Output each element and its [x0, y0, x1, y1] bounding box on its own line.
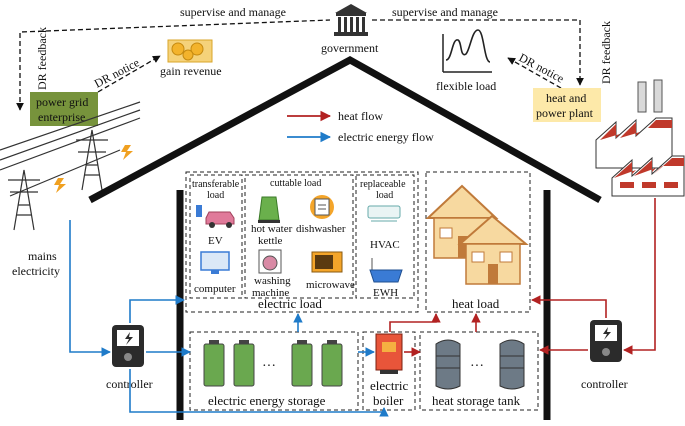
kettle-label-2: kettle: [258, 235, 283, 247]
washing-label-2: machine: [252, 287, 289, 299]
power-grid-label-1: power grid: [36, 95, 88, 109]
boiler-to-heatload-arrow: [389, 313, 441, 332]
heat-power-label-1: heat and: [546, 91, 586, 105]
transferable-box: [189, 174, 243, 299]
hvac-label: HVAC: [370, 239, 400, 251]
heat-power-plant-box: [533, 88, 601, 122]
ev-charger-icon: [196, 205, 235, 228]
power-grid-label-2: enterprise: [38, 110, 85, 124]
electric-storage-label: electric energy storage: [208, 393, 326, 408]
house-icon: [425, 184, 529, 285]
electric-load-box: [185, 171, 419, 313]
hvac-icon: [367, 205, 401, 222]
boiler-label-1: electric: [370, 378, 408, 393]
battery-icon: [203, 340, 343, 387]
ewh-label: EWH: [373, 287, 398, 299]
cuttable-box: [244, 174, 354, 299]
house-roof: [88, 56, 602, 204]
microwave-label: microwave: [306, 279, 355, 291]
dr-notice-arrow-right: [507, 57, 569, 93]
dr-notice-label-left: DR notice: [92, 55, 142, 90]
transferable-label-1: transferable: [192, 179, 240, 190]
load-curve-icon: [442, 29, 492, 73]
mains-flow-arrow: [69, 220, 111, 357]
tank-icon: [435, 339, 525, 390]
controller-to-load-arrow: [129, 295, 185, 323]
supervise-label-left: supervise and manage: [180, 5, 286, 19]
flexible-load-label: flexible load: [436, 79, 496, 93]
meter-icon: [112, 325, 144, 367]
dr-notice-arrow-left: [97, 55, 161, 93]
computer-icon: [200, 251, 230, 274]
dishwasher-label: dishwasher: [296, 223, 346, 235]
lightning-icon: [121, 145, 133, 160]
electric-load-label: electric load: [258, 296, 322, 311]
money-icon: [167, 39, 213, 63]
legend-electric-label: electric energy flow: [338, 130, 434, 144]
cuttable-label: cuttable load: [270, 178, 321, 189]
washing-machine-icon: [258, 249, 282, 274]
heat-tank-box: [419, 331, 539, 411]
bathtub-icon: [369, 258, 403, 283]
transferable-label-2: load: [207, 190, 224, 201]
lightning-icon: [54, 178, 66, 193]
meter-icon: [590, 320, 622, 362]
ev-label: EV: [208, 235, 223, 247]
boiler-box: [362, 331, 416, 411]
heat-tank-label: heat storage tank: [432, 393, 521, 408]
kettle-icon: [258, 196, 280, 223]
replaceable-label-2: load: [376, 190, 393, 201]
transmission-tower-icon: [0, 101, 141, 231]
electric-storage-box: [189, 331, 359, 411]
replaceable-label-1: replaceable: [360, 179, 406, 190]
government-icon: [334, 4, 368, 36]
controller-right-label: controller: [581, 377, 628, 391]
dr-feedback-right: DR feedback: [599, 21, 613, 84]
gain-revenue-label: gain revenue: [160, 64, 222, 78]
boiler-label-2: boiler: [373, 393, 404, 408]
mains-label-2: electricity: [12, 264, 60, 278]
dr-feedback-left: DR feedback: [35, 27, 49, 90]
supervise-label-right: supervise and manage: [392, 5, 498, 19]
controller-to-boiler-arrow: [129, 369, 389, 417]
heat-load-label: heat load: [452, 296, 500, 311]
boiler-icon: [375, 333, 403, 374]
legend-heat-label: heat flow: [338, 109, 383, 123]
plant-to-controller-flow: [623, 198, 656, 355]
heat-power-label-2: power plant: [536, 106, 594, 120]
factory-icon: [595, 79, 685, 197]
controller-to-heatload-arrow: [531, 295, 607, 318]
supervise-line-right: [372, 19, 584, 86]
ellipsis-left: ···: [262, 359, 276, 374]
microwave-icon: [311, 251, 343, 273]
replaceable-box: [355, 174, 415, 299]
dr-notice-label-right: DR notice: [517, 50, 567, 85]
dishwasher-icon: [310, 195, 334, 219]
heat-load-box: [425, 171, 531, 313]
ellipsis-right: ···: [470, 359, 484, 374]
kettle-label-1: hot water: [251, 223, 293, 235]
computer-label: computer: [194, 283, 236, 295]
mains-label-1: mains: [28, 249, 57, 263]
washing-label-1: washing: [254, 275, 291, 287]
government-label: government: [321, 41, 379, 55]
supervise-line: [16, 19, 331, 111]
